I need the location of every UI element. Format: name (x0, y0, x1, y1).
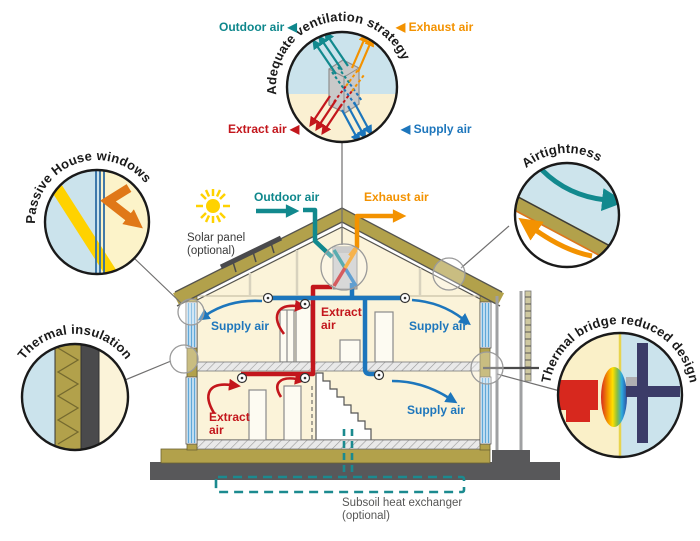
stairs (315, 372, 372, 441)
extract-air-duct (241, 284, 332, 377)
extract-air-arrow (207, 378, 241, 414)
solar-panel-label-2: (optional) (187, 245, 235, 257)
air-flow-arrows (197, 298, 471, 414)
ventilation-ducts (241, 204, 407, 377)
balcony-railing (524, 290, 532, 382)
wall-layer (81, 344, 99, 450)
airflow-deflect-arrow (518, 217, 593, 259)
ground-slab (150, 462, 560, 480)
vent-extract-air-label: Extract air ◀ (228, 122, 300, 136)
vent-supply-air-label: ◀ Supply air (401, 122, 472, 136)
subsoil-heat-exchanger-pipe (214, 429, 466, 494)
supply-air-duct (268, 283, 405, 377)
supply-air-label: Supply air (409, 319, 468, 333)
extract-air-arrow (276, 372, 307, 398)
solar-gain-arrow (48, 180, 126, 274)
triple-glazing (95, 170, 105, 274)
extract-air-label: Extract air (209, 410, 250, 437)
supply-air-label: Supply air (407, 403, 466, 417)
supply-air-arrow (411, 298, 471, 326)
attic-studs (248, 250, 422, 296)
subsoil-label: Subsoil heat exchanger (342, 497, 463, 509)
foundation-insulation (160, 448, 491, 464)
exhaust-air-duct (348, 209, 407, 258)
extract-air-arrow (275, 299, 307, 335)
callout-circle-insulation: Thermal insulation (14, 322, 135, 452)
callout-circle-airtightness: Airtightness (513, 141, 621, 269)
callout-rings (169, 243, 504, 385)
groundfloor-slab (196, 439, 483, 450)
heat-reflect-arrow (100, 184, 143, 229)
interfloor-slab (196, 361, 483, 372)
balcony (483, 290, 539, 450)
callout-circle-windows: Passive House windows (23, 148, 155, 276)
subsoil-label-2: (optional) (342, 510, 390, 522)
house-cross-section (150, 207, 560, 480)
warm-wall (558, 380, 598, 410)
vent-exhaust-air-label: ◀ Exhaust air (396, 20, 474, 34)
vent-outdoor-air-label: Outdoor air ◀ (219, 20, 297, 34)
outdoor-air-label: Outdoor air (254, 190, 320, 204)
callout-circle-thermal-bridge: Thermal bridge reduced design (538, 312, 700, 459)
solar-panel-label: Solar panel (187, 232, 246, 244)
sun-icon (196, 189, 230, 223)
solar-panel (219, 235, 283, 273)
supply-air-arrow (197, 299, 263, 321)
balcony-footing (492, 450, 530, 462)
air-vents (236, 292, 411, 384)
supply-air-arrow (391, 379, 458, 404)
extract-air-label: Extract air (321, 305, 362, 332)
outdoor-air-duct (303, 207, 334, 259)
exhaust-air-label: Exhaust air (364, 190, 429, 204)
airflow-deflect-arrow (540, 168, 619, 212)
supply-air-label: Supply air (211, 319, 270, 333)
thermal-gradient (601, 367, 627, 427)
callout-connectors (124, 142, 561, 392)
